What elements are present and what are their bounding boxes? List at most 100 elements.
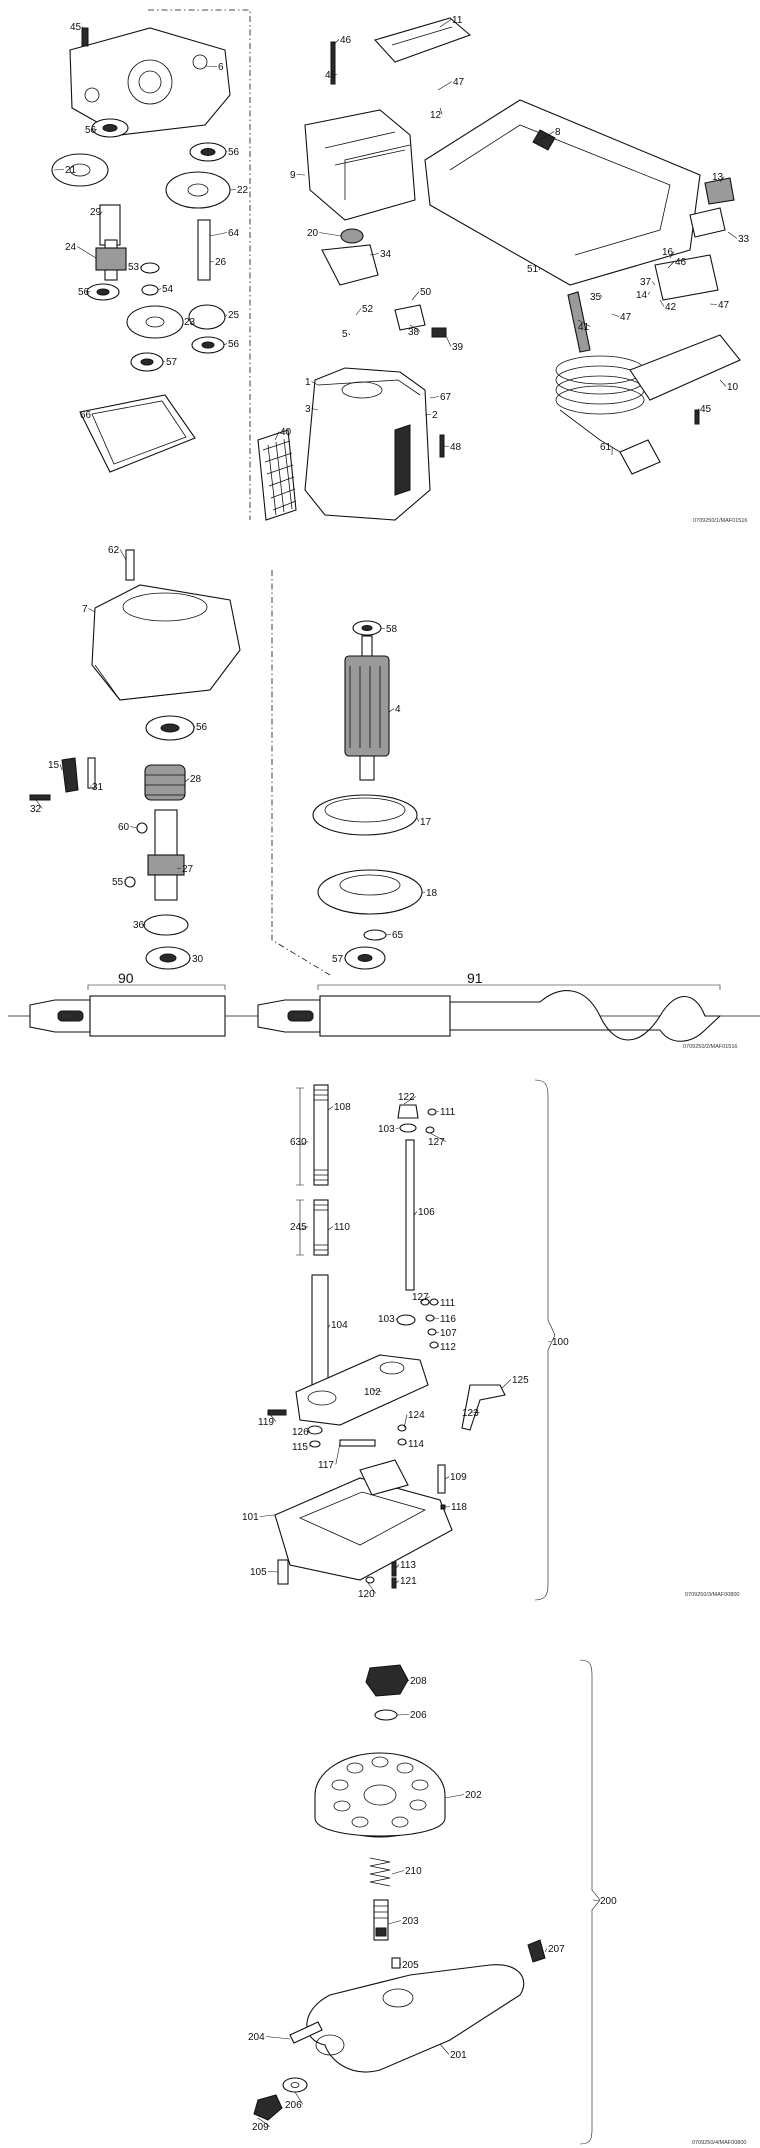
leader-line xyxy=(77,246,97,259)
leader-line xyxy=(416,817,420,822)
column-upper xyxy=(313,1084,329,1186)
pin xyxy=(125,549,135,581)
leader-line xyxy=(719,176,725,183)
part-number-label: 5 xyxy=(342,329,348,340)
part-number-label: 51 xyxy=(527,264,539,275)
part-number-label: 56 xyxy=(228,147,240,158)
sheet-code: 0709250/2/MAF01516 xyxy=(683,1044,737,1050)
part-number-label: 115 xyxy=(292,1442,308,1453)
part-number-label: 32 xyxy=(30,804,42,815)
leader-line xyxy=(299,1226,308,1231)
leader-line xyxy=(659,299,665,307)
leader-line xyxy=(544,1948,548,1953)
part-number-label: 26 xyxy=(215,257,227,268)
washer xyxy=(282,2077,308,2093)
part-number-label: 6 xyxy=(218,62,224,73)
part-number-label: 206 xyxy=(410,1710,427,1721)
cap-nut xyxy=(397,1104,419,1119)
leader-line xyxy=(709,303,718,305)
leader-line xyxy=(267,1571,279,1573)
part-number-label: 39 xyxy=(452,342,464,353)
part-number-label: 47 xyxy=(453,77,465,88)
ball xyxy=(124,876,136,888)
part-number-label: 117 xyxy=(318,1460,334,1471)
separator-line xyxy=(271,570,331,976)
leader-line xyxy=(433,1317,440,1319)
armature-fan xyxy=(359,755,375,781)
part-number-label: 21 xyxy=(65,165,77,176)
leader-line xyxy=(409,324,421,332)
part-number-label: 1 xyxy=(305,377,311,388)
screw xyxy=(330,41,336,85)
leader-line xyxy=(344,957,346,959)
sheet-code: 0709250/4/MAF00800 xyxy=(692,2140,746,2146)
leader-line xyxy=(327,1324,331,1329)
leader-line xyxy=(162,361,166,363)
part-number-label: 245 xyxy=(290,1222,307,1233)
leader-line xyxy=(257,2117,270,2127)
leader-line xyxy=(93,128,98,130)
nut xyxy=(427,1108,437,1116)
part-number-label: 33 xyxy=(738,234,750,245)
nut xyxy=(425,1314,435,1322)
leader-line xyxy=(274,431,280,441)
leader-line xyxy=(611,313,620,317)
part-number-label: 17 xyxy=(420,817,432,828)
part-number-label: 101 xyxy=(242,1512,259,1523)
gasket xyxy=(79,394,196,473)
leader-line xyxy=(667,261,675,269)
part-number-label: 202 xyxy=(465,1790,482,1801)
auger-bit xyxy=(449,990,722,1042)
nut xyxy=(397,1438,407,1446)
sheet-3: 0709250/3/MAF00800 xyxy=(267,1079,739,1601)
part-number-label: 25 xyxy=(228,310,240,321)
leader-line xyxy=(296,174,306,176)
leader-line xyxy=(327,1226,334,1231)
part-number-label: 35 xyxy=(590,292,602,303)
part-number-label: 49 xyxy=(325,70,337,81)
leader-line xyxy=(99,211,103,216)
part-number-label: 34 xyxy=(380,249,392,260)
leader-line xyxy=(439,107,443,115)
leader-line xyxy=(130,826,138,829)
screw xyxy=(439,434,445,458)
tool-adapter xyxy=(89,995,226,1037)
leader-line xyxy=(427,1131,446,1142)
nut xyxy=(309,1440,321,1448)
leader-line xyxy=(444,1506,451,1508)
part-number-label: 114 xyxy=(408,1439,424,1450)
part-number-label: 3 xyxy=(305,404,311,415)
part-number-label: 11 xyxy=(452,15,463,26)
part-number-label: 110 xyxy=(334,1222,350,1233)
part-number-label: 102 xyxy=(364,1387,381,1398)
part-number-label: 90 xyxy=(118,970,134,986)
leader-line xyxy=(469,1411,480,1413)
leader-line xyxy=(396,1714,410,1716)
part-number-label: 62 xyxy=(108,545,120,556)
pin xyxy=(391,1957,401,1969)
leader-line xyxy=(419,1296,430,1303)
part-number-label: 45 xyxy=(700,404,712,415)
leader-line xyxy=(124,881,126,883)
gear xyxy=(126,305,184,339)
motor-cover xyxy=(304,109,416,221)
pin xyxy=(87,757,96,789)
part-number-label: 60 xyxy=(118,822,130,833)
drill-body xyxy=(319,995,451,1037)
spring xyxy=(369,1857,391,1887)
bevel-gear xyxy=(317,869,423,915)
leader-line xyxy=(327,1106,334,1111)
part-number-label: 56 xyxy=(196,722,208,733)
screw xyxy=(81,27,89,47)
part-number-label: 65 xyxy=(392,930,404,941)
leader-line xyxy=(395,1580,400,1584)
part-number-label: 20 xyxy=(307,228,319,239)
leader-line xyxy=(176,867,182,869)
part-number-label: 38 xyxy=(408,327,420,338)
part-number-label: 12 xyxy=(430,110,442,121)
vent-plate xyxy=(257,429,297,521)
part-number-label: 50 xyxy=(420,287,432,298)
leader-line xyxy=(443,445,450,447)
star-knob xyxy=(365,1664,409,1697)
leader-line xyxy=(651,281,656,286)
